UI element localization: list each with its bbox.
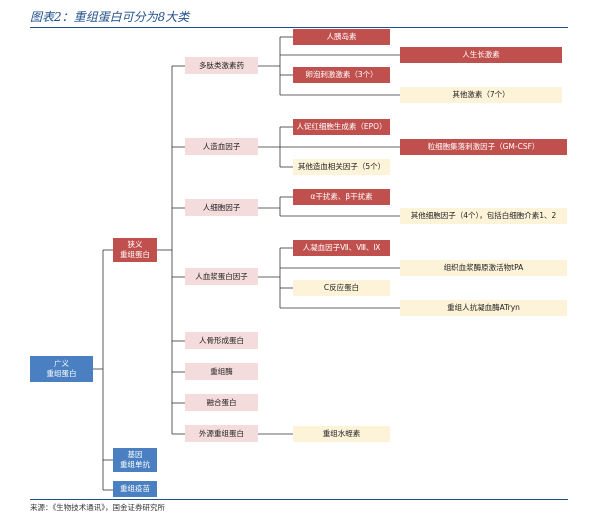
category-exogenous: 外源重组蛋白 — [185, 425, 258, 442]
item-coagulation: 人凝血因子Ⅶ、Ⅷ、Ⅸ — [293, 240, 390, 256]
antibody-node: 基因 重组单抗 — [113, 448, 157, 472]
bottom-rule — [30, 499, 568, 500]
item-epo: 人促红细胞生成素（EPO） — [293, 119, 390, 135]
category-enzyme: 重组酶 — [185, 363, 258, 380]
category-label: 人细胞因子 — [202, 202, 241, 212]
source-note: 来源：《生物技术通讯》，国金证券研究所 — [30, 503, 165, 512]
item-other-hemato: 其他造血相关因子（5个） — [293, 159, 390, 175]
item-label: 人凝血因子Ⅶ、Ⅷ、Ⅸ — [302, 243, 381, 252]
item-label: 粒细胞集落刺激因子（GM-CSF） — [427, 142, 540, 151]
category-label: 人血浆蛋白因子 — [195, 271, 248, 281]
item-label: 重组水蛭素 — [322, 429, 361, 438]
root-label: 广义 重组蛋白 — [46, 359, 77, 378]
category-hemato: 人造血因子 — [185, 138, 258, 155]
item-label: 其他激素（7个） — [452, 90, 510, 99]
chart-title: 图表2：重组蛋白可分为8大类 — [30, 10, 190, 24]
category-fusion: 融合蛋白 — [185, 394, 258, 411]
top-rule — [30, 27, 568, 28]
item-label: 其他细胞因子（4个），包括白细胞介素1、2 — [410, 211, 557, 220]
item-atryn: 重组人抗凝血酶ATryn — [400, 300, 567, 316]
item-label: 其他造血相关因子（5个） — [297, 162, 386, 171]
item-insulin: 人胰岛素 — [293, 29, 390, 45]
item-label: 人促红细胞生成素（EPO） — [296, 122, 387, 131]
category-label: 人骨形成蛋白 — [199, 335, 244, 345]
category-label: 人造血因子 — [202, 141, 241, 151]
item-growth-hormone: 人生长激素 — [400, 47, 562, 63]
category-hormone: 多肽类激素药 — [185, 57, 258, 74]
category-label: 融合蛋白 — [206, 397, 237, 407]
item-label: 组织血浆酶原激活物tPA — [443, 263, 524, 272]
item-label: C反应蛋白 — [323, 283, 360, 292]
item-other-hormones: 其他激素（7个） — [400, 87, 562, 103]
category-label: 多肽类激素药 — [199, 60, 244, 70]
category-plasma: 人血浆蛋白因子 — [185, 268, 258, 285]
root-node: 广义 重组蛋白 — [30, 356, 93, 382]
category-bone: 人骨形成蛋白 — [185, 332, 258, 349]
category-label: 重组酶 — [210, 366, 233, 376]
item-label: 人胰岛素 — [326, 32, 357, 41]
item-tpa: 组织血浆酶原激活物tPA — [400, 260, 567, 276]
item-other-cytokines: 其他细胞因子（4个），包括白细胞介素1、2 — [400, 208, 567, 224]
vaccine-node: 重组疫苗 — [113, 481, 157, 497]
vaccine-label: 重组疫苗 — [120, 484, 150, 493]
item-interferon: α干扰素、β干扰素 — [293, 189, 390, 205]
item-label: 卵泡刺激激素（3个） — [305, 70, 378, 79]
antibody-label: 基因 重组单抗 — [120, 450, 150, 469]
item-label: α干扰素、β干扰素 — [310, 192, 373, 201]
item-label: 人生长激素 — [462, 50, 500, 59]
category-cytokine: 人细胞因子 — [185, 199, 258, 216]
category-label: 外源重组蛋白 — [199, 428, 244, 438]
item-hirudin: 重组水蛭素 — [293, 426, 390, 442]
item-fsh: 卵泡刺激激素（3个） — [293, 67, 390, 83]
item-c-protein: C反应蛋白 — [293, 280, 390, 296]
narrow-label: 狭义 重组蛋白 — [120, 240, 150, 259]
item-label: 重组人抗凝血酶ATryn — [447, 303, 520, 312]
item-gm-csf: 粒细胞集落刺激因子（GM-CSF） — [400, 139, 567, 155]
narrow-node: 狭义 重组蛋白 — [113, 238, 157, 262]
